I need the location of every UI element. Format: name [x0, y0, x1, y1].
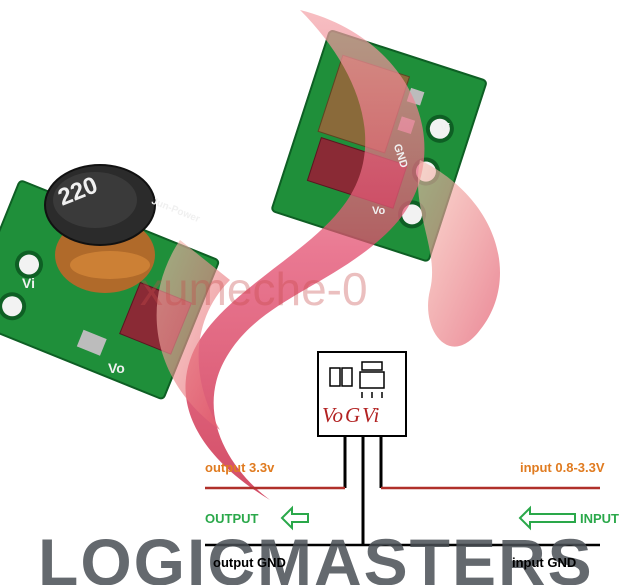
- pin-vi-label: Vi: [362, 403, 380, 427]
- output-gnd-label: output GND: [213, 555, 286, 570]
- output-arrow-icon: [280, 505, 309, 531]
- input-arrow-icon: [518, 505, 576, 531]
- pin-g-label: G: [345, 403, 361, 427]
- left-board-pin-vi: Vi: [22, 275, 35, 291]
- input-label: INPUT: [580, 511, 619, 526]
- left-board-pin-vo: Vo: [108, 360, 125, 376]
- output-voltage-label: output 3.3v: [205, 460, 275, 475]
- right-board-pin-vi: Vi: [440, 122, 451, 134]
- inductor: [44, 164, 156, 293]
- regulator-symbol: [317, 351, 407, 437]
- brand-watermark: LOGICMASTERS: [38, 525, 594, 585]
- input-gnd-label: input GND: [512, 555, 577, 570]
- right-board-pin-vo: Vo: [372, 205, 386, 217]
- user-watermark: xumeche-0: [140, 263, 368, 315]
- wiring: [205, 436, 600, 547]
- pin-vo-label: Vo: [322, 403, 343, 427]
- flame-overlay: [156, 10, 500, 500]
- pin-labels: VoGVi: [322, 403, 381, 428]
- input-voltage-label: input 0.8-3.3V: [520, 460, 605, 475]
- output-label: OUTPUT: [205, 511, 259, 526]
